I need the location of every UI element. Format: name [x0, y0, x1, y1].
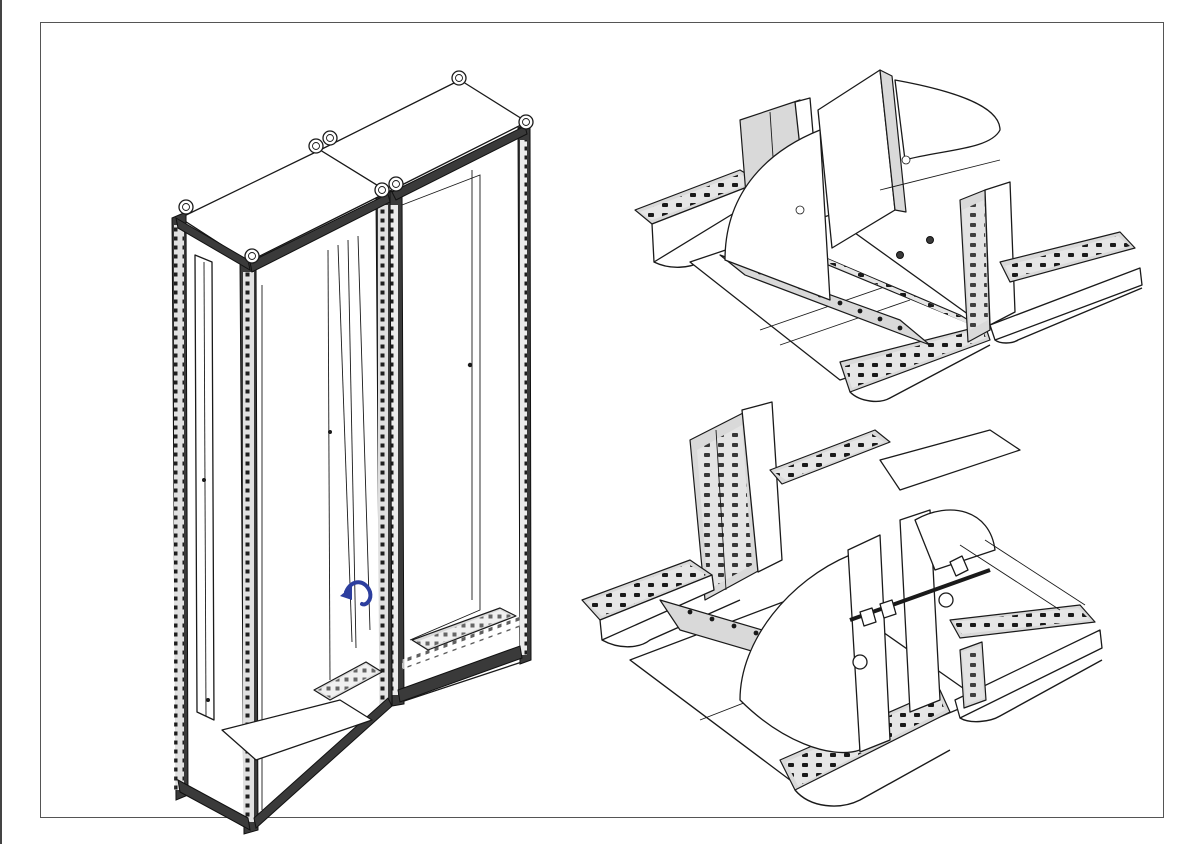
- drawing-border: [40, 22, 1164, 818]
- enclosure-assembly: [171, 70, 534, 835]
- left-enclosure-top-rail-front: [249, 193, 391, 273]
- left-enclosure-top-rail-side: [175, 217, 251, 271]
- bolt-icon: [849, 555, 991, 670]
- page-edge-mark: [0, 0, 2, 844]
- right-enclosure-top-rail: [391, 125, 528, 201]
- base-joint-detail-bottom: [581, 401, 1103, 807]
- curved-arrow-icon: [340, 580, 373, 607]
- lifting-eye-icon: [178, 70, 534, 264]
- right-enclosure-bottom-rail: [397, 645, 523, 703]
- right-enclosure: [319, 79, 532, 707]
- base-joint-detail-top: [634, 69, 1143, 403]
- left-enclosure: [171, 149, 393, 835]
